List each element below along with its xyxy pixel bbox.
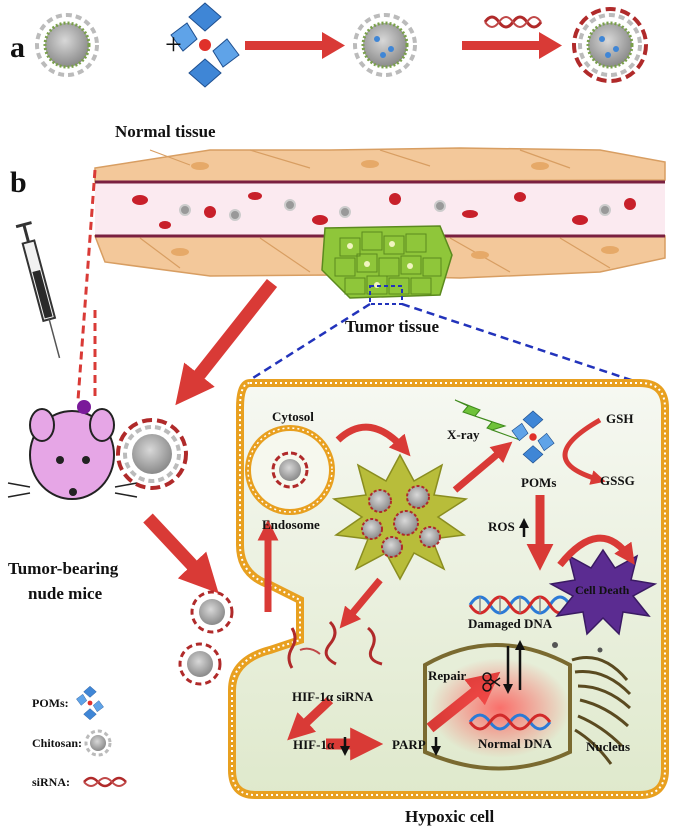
poms-cluster-icon bbox=[170, 2, 240, 88]
circulating-nanoparticles bbox=[116, 418, 234, 686]
chitosan-nanoparticle bbox=[35, 13, 99, 77]
down-arrow-glyph bbox=[340, 737, 441, 756]
gsh-gssg-curved-arrow bbox=[562, 417, 606, 485]
damaged-dna-label: Damaged DNA bbox=[468, 616, 553, 631]
normal-dna-label: Normal DNA bbox=[478, 736, 553, 751]
sirna-release-arrow bbox=[339, 577, 383, 629]
injection-flow-arrows bbox=[143, 278, 278, 594]
xray-label: X-ray bbox=[447, 427, 480, 442]
poms-loaded-nanoparticle bbox=[353, 13, 417, 77]
arrow-to-poms bbox=[452, 441, 513, 493]
arrow-right bbox=[245, 32, 345, 59]
legend-sirna-label: siRNA: bbox=[32, 775, 70, 789]
sirna-helix-icon bbox=[483, 15, 543, 29]
hypoxic-cell-label: Hypoxic cell bbox=[405, 807, 495, 826]
hif-sirna-label: HIF-1α siRNA bbox=[292, 689, 374, 704]
scissors-icon bbox=[482, 672, 501, 692]
gssg-label: GSSG bbox=[600, 473, 635, 488]
legend-sirna-icon bbox=[83, 776, 127, 788]
arrow-right bbox=[462, 32, 562, 59]
panel-label-a: a bbox=[10, 31, 25, 64]
normal-tissue-label: Normal tissue bbox=[115, 122, 216, 141]
endosome-label: Endosome bbox=[262, 517, 320, 532]
plus-sign: + bbox=[165, 28, 182, 61]
legend-chitosan-label: Chitosan: bbox=[32, 736, 83, 750]
hif-label: HIF-1α bbox=[293, 737, 335, 752]
gsh-label: GSH bbox=[606, 411, 634, 426]
mice-label-line1: Tumor-bearing bbox=[8, 559, 119, 578]
nucleus-label: Nucleus bbox=[586, 739, 631, 754]
sirna-coated-nanoparticle bbox=[572, 7, 648, 83]
endosome-escape-burst bbox=[331, 453, 469, 581]
cell-death-burst bbox=[548, 548, 658, 636]
tumor-tissue-label: Tumor tissue bbox=[345, 317, 439, 336]
repair-label: Repair bbox=[428, 668, 467, 683]
nucleus bbox=[423, 642, 632, 771]
poms-label: POMs bbox=[521, 475, 557, 490]
free-sirna-strands bbox=[287, 620, 383, 669]
to-cell-death-arrow bbox=[557, 534, 635, 568]
endosome-vesicle bbox=[245, 425, 335, 515]
parp-label: PARP bbox=[392, 737, 426, 752]
panel-a-scheme bbox=[35, 2, 648, 88]
cell-death-label: Cell Death bbox=[575, 583, 630, 597]
poms-cluster-icon bbox=[511, 410, 555, 464]
legend-chitosan-icon bbox=[84, 729, 112, 757]
magnification-lines bbox=[76, 169, 641, 401]
nude-mouse-icon bbox=[7, 400, 138, 500]
hif-knockdown-arrow bbox=[287, 696, 334, 741]
legend-poms-label: POMs: bbox=[32, 696, 69, 710]
repair-updown-arrows bbox=[503, 640, 525, 694]
mice-label-line2: nude mice bbox=[28, 584, 103, 603]
tumor-cell-cluster bbox=[321, 225, 453, 305]
legend-poms-icon bbox=[76, 685, 104, 721]
syringe-icon bbox=[15, 221, 61, 359]
normal-dna-helix bbox=[468, 713, 552, 731]
cytosol-label: Cytosol bbox=[272, 409, 314, 424]
panel-label-b: b bbox=[10, 166, 27, 199]
curved-arrow-escape bbox=[335, 423, 411, 457]
damaged-dna-helix bbox=[468, 595, 572, 615]
ros-label: ROS bbox=[488, 519, 515, 534]
